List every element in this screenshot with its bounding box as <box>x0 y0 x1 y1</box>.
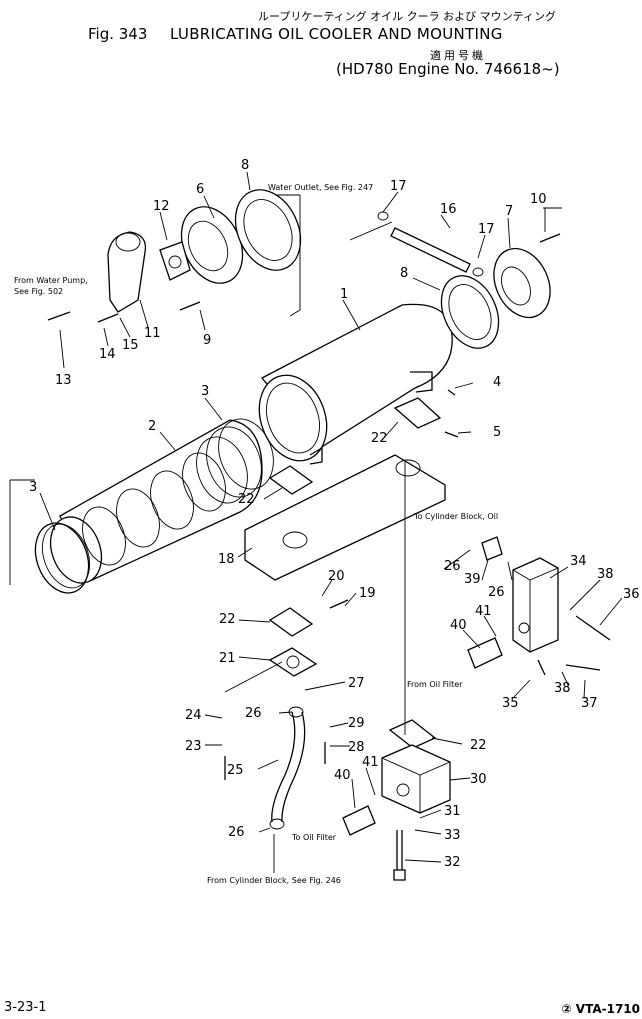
figure-title: LUBRICATING OIL COOLER AND MOUNTING <box>170 25 503 43</box>
callout-33: 33 <box>444 828 461 843</box>
callout-36: 36 <box>623 587 640 602</box>
bypass-block <box>512 557 559 653</box>
callout-numbers: 1 2 3 3 4 5 6 7 8 8 9 10 11 12 13 14 15 … <box>29 158 640 870</box>
callout-28: 28 <box>348 740 365 755</box>
note-to-oil-filter: To Oil Filter <box>291 833 337 842</box>
callout-27: 27 <box>348 676 365 691</box>
callout-8-lower: 8 <box>400 266 408 281</box>
callout-26-tube-top: 26 <box>245 706 262 721</box>
cover-front <box>180 189 302 284</box>
callout-7: 7 <box>505 204 513 219</box>
callout-11: 11 <box>144 326 161 341</box>
callout-38-upper: 38 <box>597 567 614 582</box>
o-ring-left <box>9 480 91 594</box>
note-from-cylinder-block: From Cylinder Block, See Fig. 246 <box>207 876 341 885</box>
callout-41-lower: 41 <box>362 755 379 770</box>
oil-tube <box>269 706 306 830</box>
callout-30: 30 <box>470 772 487 787</box>
note-water-outlet: Water Outlet, See Fig. 247 <box>268 183 373 192</box>
callout-39: 39 <box>464 572 481 587</box>
callout-3-lower: 3 <box>29 480 37 495</box>
oil-cooler-body <box>258 303 453 465</box>
callout-15: 15 <box>122 338 139 353</box>
callout-40-lower: 40 <box>334 768 351 783</box>
mounting-bracket <box>244 454 446 581</box>
callout-9: 9 <box>203 333 211 348</box>
callout-leaders <box>39 171 623 863</box>
callout-3-upper: 3 <box>201 384 209 399</box>
callout-40-right: 40 <box>450 618 467 633</box>
water-inlet-elbow <box>107 231 191 313</box>
elbow-flange <box>268 647 318 677</box>
callout-31: 31 <box>444 804 461 819</box>
callout-37: 37 <box>581 696 598 711</box>
callout-4: 4 <box>493 375 501 390</box>
note-from-oil-filter: From Oil Filter <box>407 680 463 689</box>
callout-14: 14 <box>99 347 116 362</box>
connectors <box>342 536 503 836</box>
callout-2: 2 <box>148 419 156 434</box>
callout-13: 13 <box>55 373 72 388</box>
callout-26-tube-bottom: 26 <box>228 825 245 840</box>
document-code: ② VTA-1710 <box>561 1002 640 1016</box>
page-number: 3-23-1 <box>4 1000 47 1015</box>
callout-17-upper: 17 <box>390 179 407 194</box>
callout-10: 10 <box>530 192 547 207</box>
callout-29: 29 <box>348 716 365 731</box>
applicability-jp: 適用号機 <box>430 49 486 62</box>
figure-number: Fig. 343 <box>88 25 148 43</box>
note-to-cylinder-block: To Cylinder Block, Oil <box>413 512 498 521</box>
callout-26-right-a: 26 <box>444 559 461 574</box>
callout-8-upper: 8 <box>241 158 249 173</box>
note-from-water-pump-1: From Water Pump, <box>14 276 88 285</box>
callout-16: 16 <box>440 202 457 217</box>
callout-32: 32 <box>444 855 461 870</box>
water-pipe <box>377 211 484 277</box>
callout-6: 6 <box>196 182 204 197</box>
callout-25: 25 <box>227 763 244 778</box>
gaskets <box>268 397 442 749</box>
callout-22-a: 22 <box>371 431 388 446</box>
leader-lines <box>10 194 562 873</box>
cover-rear <box>440 247 551 349</box>
callout-22-d: 22 <box>470 738 487 753</box>
callout-18: 18 <box>218 552 235 567</box>
callout-24: 24 <box>185 708 202 723</box>
callout-35: 35 <box>502 696 519 711</box>
callout-22-c: 22 <box>219 612 236 627</box>
callout-23: 23 <box>185 739 202 754</box>
callout-20: 20 <box>328 569 345 584</box>
callout-26-right-b: 26 <box>488 585 505 600</box>
callout-34: 34 <box>570 554 587 569</box>
diagram-notes: Water Outlet, See Fig. 247 From Water Pu… <box>14 183 498 885</box>
callout-17-lower: 17 <box>478 222 495 237</box>
callout-12: 12 <box>153 199 170 214</box>
callout-5: 5 <box>493 425 501 440</box>
bolts <box>47 233 611 780</box>
oil-block <box>381 744 451 814</box>
callout-19: 19 <box>359 586 376 601</box>
callout-38-lower: 38 <box>554 681 571 696</box>
callout-1: 1 <box>340 287 348 302</box>
callout-41-right: 41 <box>475 604 492 619</box>
japanese-title: ループリケーティング オイル クーラ および マウンティング <box>258 10 557 23</box>
callout-21: 21 <box>219 651 236 666</box>
callout-22-b: 22 <box>238 492 255 507</box>
long-bolt <box>393 830 406 881</box>
note-from-water-pump-2: See Fig. 502 <box>14 287 63 296</box>
applicable-serial: (HD780 Engine No. 746618~) <box>336 60 560 78</box>
